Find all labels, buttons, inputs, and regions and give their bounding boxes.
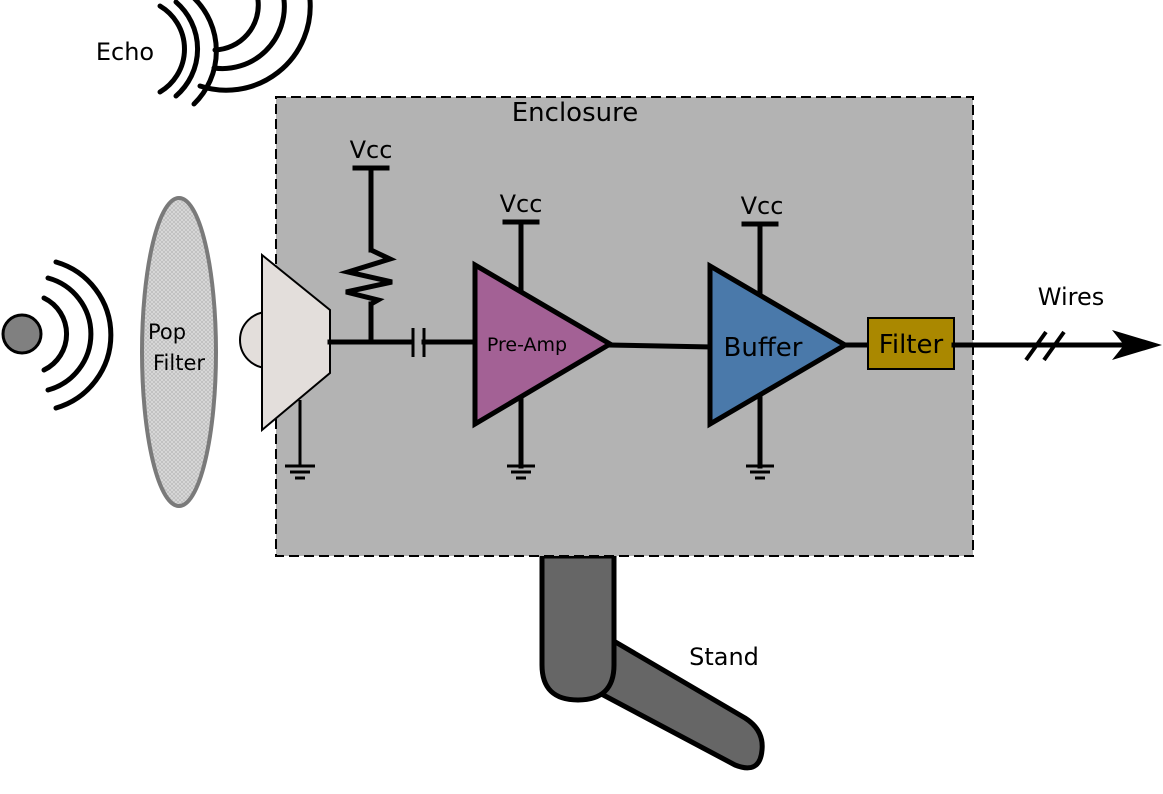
sound-source (1, 313, 43, 355)
stand (539, 553, 765, 771)
source-waves (41, 259, 114, 411)
wires-label: Wires (1038, 283, 1104, 311)
pop-filter-label-line1: Pop (148, 320, 186, 344)
enclosure-label: Enclosure (512, 98, 638, 128)
enclosure-box (275, 96, 974, 557)
vcc-label-buffer: Vcc (741, 192, 784, 220)
buffer-triangle (707, 261, 850, 429)
preamp (472, 219, 615, 480)
wire-preamp-buffer (607, 342, 713, 350)
buffer (707, 221, 850, 480)
pop-filter-label-line2: Filter (153, 351, 205, 375)
microphone (239, 252, 331, 433)
mic-body (261, 252, 331, 433)
filter-label: Filter (879, 330, 944, 360)
arrow-head (1112, 330, 1162, 360)
mic-ground (285, 400, 315, 480)
echo-label: Echo (96, 38, 154, 66)
preamp-triangle (472, 260, 615, 429)
output-wires (951, 330, 1162, 362)
vcc-label-resistor: Vcc (350, 136, 393, 164)
buffer-label: Buffer (724, 333, 803, 363)
filter-box (867, 317, 955, 370)
preamp-label: Pre-Amp (487, 334, 567, 356)
stand-post (539, 553, 617, 703)
bias-resistor (338, 165, 397, 345)
coupling-capacitor (411, 328, 478, 357)
echo-waves (157, 0, 313, 107)
vcc-label-preamp: Vcc (500, 190, 543, 218)
stand-label: Stand (689, 643, 759, 671)
pop-filter (140, 196, 218, 508)
